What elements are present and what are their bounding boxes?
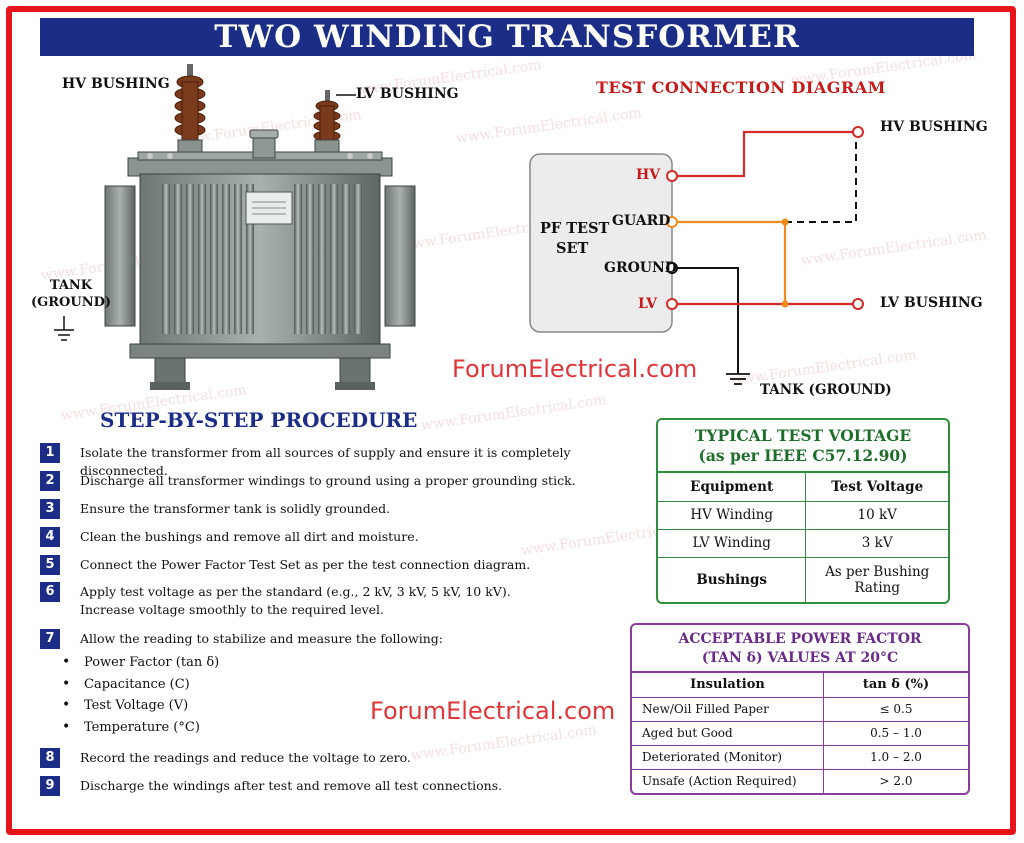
pf-table-title-line: ACCEPTABLE POWER FACTOR [678, 631, 922, 647]
procedure-step: 1 Isolate the transformer from all sourc… [40, 443, 640, 480]
tank-label: TANK [49, 278, 93, 293]
table-cell: As per Bushing Rating [805, 556, 948, 602]
list-item: Temperature (°C) [62, 717, 219, 739]
table-header-cell: Equipment [690, 478, 774, 495]
voltage-table-subtitle: (as per IEEE C57.12.90) [698, 446, 908, 465]
table-cell: Deteriorated (Monitor) [632, 744, 824, 769]
table-cell: HV Winding [658, 500, 806, 529]
lv-terminal-label: LV [638, 296, 658, 312]
table-row: HV Winding 10 kV [658, 500, 948, 529]
tank-ground-label: (GROUND) [30, 295, 112, 310]
typical-test-voltage-table: TYPICAL TEST VOLTAGE (as per IEEE C57.12… [656, 418, 950, 604]
procedure-step: 2 Discharge all transformer windings to … [40, 471, 576, 491]
brand-watermark: ForumElectrical.com [452, 355, 698, 383]
step-text: Discharge the windings after test and re… [80, 778, 503, 793]
table-header-row: Insulation tan δ (%) [632, 673, 968, 697]
table-cell-line: As per Bushing [825, 563, 930, 580]
procedure-step: 3 Ensure the transformer tank is solidly… [40, 499, 390, 519]
pf-test-set-label: PF TEST [540, 220, 610, 237]
table-header-cell: Insulation [690, 677, 765, 693]
pf-table-title: ACCEPTABLE POWER FACTOR (TAN δ) VALUES A… [632, 625, 968, 673]
table-header-cell: Test Voltage [805, 473, 948, 501]
voltage-table-title: TYPICAL TEST VOLTAGE (as per IEEE C57.12… [658, 420, 948, 473]
list-item: Power Factor (tan δ) [62, 652, 219, 674]
table-row: Unsafe (Action Required) > 2.0 [632, 768, 968, 793]
ground-symbol-icon [54, 316, 74, 341]
table-cell: Aged but Good [632, 720, 824, 745]
table-row: Aged but Good 0.5 – 1.0 [632, 720, 968, 745]
guard-terminal-label: GUARD [612, 213, 671, 229]
hv-terminal-label: HV [636, 167, 661, 183]
step-number: 2 [40, 471, 60, 491]
voltage-table-title-line: TYPICAL TEST VOLTAGE [694, 426, 912, 445]
measurement-bullets: Power Factor (tan δ) Capacitance (C) Tes… [62, 652, 219, 738]
table-row: Bushings As per Bushing Rating [658, 556, 948, 602]
step-number: 3 [40, 499, 60, 519]
table-cell: 3 kV [805, 528, 948, 557]
step-text: Discharge all transformer windings to gr… [80, 473, 576, 488]
procedure-step: 6 Apply test voltage as per the standard… [40, 582, 511, 619]
step-number: 7 [40, 629, 60, 649]
table-cell: Bushings [658, 556, 806, 602]
list-item: Test Voltage (V) [62, 695, 219, 717]
table-cell: ≤ 0.5 [823, 696, 968, 721]
step-text-line: Apply test voltage as per the standard (… [80, 584, 511, 599]
step-text-line: Increase voltage smoothly to the require… [80, 602, 385, 617]
lv-bushing-pointer [336, 94, 356, 96]
table-header-cell: tan δ (%) [823, 673, 968, 697]
table-cell: LV Winding [658, 528, 806, 557]
table-row: New/Oil Filled Paper ≤ 0.5 [632, 696, 968, 721]
table-row: Deteriorated (Monitor) 1.0 – 2.0 [632, 744, 968, 769]
table-cell-line: Rating [854, 579, 900, 596]
ground-terminal-label: GROUND [604, 260, 677, 276]
hv-bushing-terminal-label: HV BUSHING [880, 119, 988, 135]
tank-ground-terminal-label: TANK (GROUND) [760, 382, 892, 398]
table-cell: New/Oil Filled Paper [632, 696, 824, 721]
hv-wire [678, 130, 858, 178]
step-number: 5 [40, 555, 60, 575]
procedure-title: STEP-BY-STEP PROCEDURE [100, 408, 418, 432]
step-text: Clean the bushings and remove all dirt a… [80, 529, 419, 544]
table-cell: 0.5 – 1.0 [823, 720, 968, 745]
step-number: 9 [40, 776, 60, 796]
procedure-step: 5 Connect the Power Factor Test Set as p… [40, 555, 530, 575]
step-number: 4 [40, 527, 60, 547]
table-row: LV Winding 3 kV [658, 528, 948, 557]
step-number: 8 [40, 748, 60, 768]
pf-table-subtitle: (TAN δ) VALUES AT 20°C [701, 650, 899, 666]
step-text: Record the readings and reduce the volta… [80, 750, 411, 765]
list-item: Capacitance (C) [62, 674, 219, 696]
guard-wire [678, 220, 787, 304]
step-number: 6 [40, 582, 60, 602]
ground-wire [678, 267, 739, 374]
step-text: Apply test voltage as per the standard (… [80, 583, 511, 619]
transformer-illustration [104, 64, 416, 390]
procedure-step: 4 Clean the bushings and remove all dirt… [40, 527, 419, 547]
guard-dashed-link [785, 136, 857, 223]
table-cell: Unsafe (Action Required) [632, 768, 824, 793]
step-text: Ensure the transformer tank is solidly g… [80, 501, 391, 516]
table-cell: 1.0 – 2.0 [823, 744, 968, 769]
procedure-step: 9 Discharge the windings after test and … [40, 776, 502, 796]
page-title: TWO WINDING TRANSFORMER [40, 18, 974, 56]
procedure-step: 8 Record the readings and reduce the vol… [40, 748, 411, 768]
step-text: Allow the reading to stabilize and measu… [80, 631, 443, 646]
acceptable-power-factor-table: ACCEPTABLE POWER FACTOR (TAN δ) VALUES A… [630, 623, 970, 795]
lv-bushing-terminal-label: LV BUSHING [880, 295, 983, 311]
table-cell: > 2.0 [823, 768, 968, 793]
diagram-title: TEST CONNECTION DIAGRAM [596, 78, 886, 97]
hv-bushing-label: HV BUSHING [62, 76, 170, 92]
pf-test-set-box [529, 153, 673, 333]
procedure-step: 7 Allow the reading to stabilize and mea… [40, 629, 443, 649]
table-cell: 10 kV [805, 500, 948, 529]
lv-bushing-label: LV BUSHING [356, 86, 459, 102]
brand-watermark-2: ForumElectrical.com [370, 697, 616, 725]
step-text: Connect the Power Factor Test Set as per… [80, 557, 531, 572]
test-connection-diagram [529, 126, 864, 385]
table-header-row: Equipment Test Voltage [658, 473, 948, 501]
step-number: 1 [40, 443, 60, 463]
pf-test-set-label-2: SET [556, 240, 589, 257]
step-text: Isolate the transformer from all sources… [80, 445, 571, 478]
